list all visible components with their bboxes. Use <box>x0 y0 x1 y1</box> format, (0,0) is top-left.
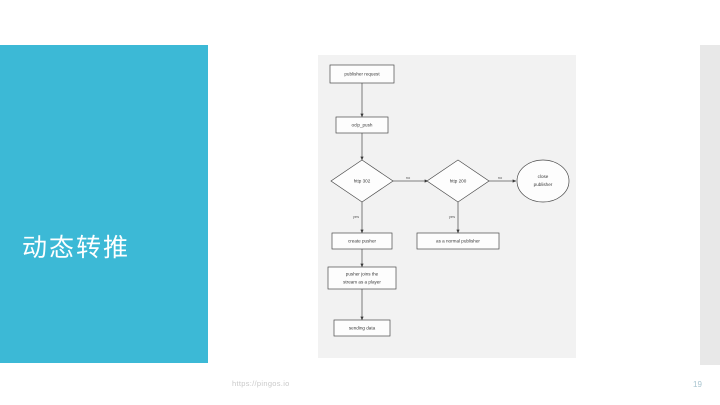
node-http-302-label: http 302 <box>354 179 371 184</box>
node-create-pusher <box>331 232 393 250</box>
footer-url: https://pingos.io <box>232 379 290 388</box>
edge-label-http302-no: no <box>406 175 411 180</box>
title-panel: 动态转推 <box>0 45 208 363</box>
node-sending-data-label: sending data <box>349 326 376 331</box>
node-close-publisher-label-line1: close <box>538 174 549 179</box>
node-create-pusher-label: create pusher <box>348 239 377 244</box>
node-close-publisher <box>516 159 570 203</box>
node-as-a-normal-publisher <box>416 232 500 250</box>
page-title: 动态转推 <box>22 233 131 262</box>
node-http-302 <box>330 159 394 203</box>
edge-label-http200-no: no <box>498 175 503 180</box>
node-http-200-label: http 200 <box>450 179 467 184</box>
right-edge-band <box>700 45 720 365</box>
node-oclp-push-label: oclp_push <box>352 123 373 128</box>
node-publisher-request-label: publisher request <box>344 72 380 77</box>
edge-label-http302-yes: yes <box>353 214 359 219</box>
node-http-200 <box>426 159 490 203</box>
node-publisher-request <box>329 64 395 84</box>
node-pusher-joins-stream-label-line2: stream as a player <box>343 280 381 285</box>
node-close-publisher-label-line2: publisher <box>534 182 553 187</box>
node-oclp-push <box>335 116 389 134</box>
node-pusher-joins-stream-label-line1: pusher joins the <box>346 272 379 277</box>
node-pusher-joins-stream <box>327 266 397 290</box>
node-as-a-normal-publisher-label: as a normal publisher <box>436 239 480 244</box>
page-number: 19 <box>693 380 702 389</box>
flowchart-canvas: publisher request oclp_push http 302 htt… <box>318 55 576 358</box>
node-sending-data <box>333 319 391 337</box>
flowchart: publisher request oclp_push http 302 htt… <box>318 55 576 358</box>
edge-label-http200-yes: yes <box>449 214 455 219</box>
